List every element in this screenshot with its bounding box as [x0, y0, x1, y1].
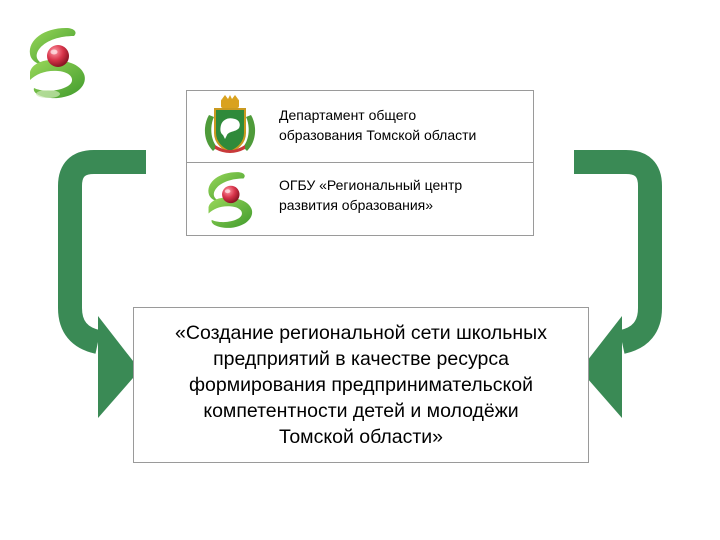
center-name: ОГБУ «Региональный центр развития образо…	[279, 177, 463, 213]
left-flow-arrow	[58, 150, 146, 418]
project-title: «Создание региональной сети школьных пре…	[175, 322, 547, 448]
regional-center-logo-icon	[208, 172, 253, 228]
regional-center-logo-icon	[29, 28, 85, 99]
department-name: Департамент общего образования Томской о…	[279, 107, 477, 143]
organization-row-department: Департамент общего образования Томской о…	[187, 91, 533, 163]
organizations-box: Департамент общего образования Томской о…	[186, 90, 534, 236]
project-box: «Создание региональной сети школьных пре…	[133, 307, 589, 463]
tomsk-region-coat-of-arms-icon	[204, 95, 256, 154]
organization-row-center: ОГБУ «Региональный центр развития образо…	[187, 163, 533, 234]
right-flow-arrow	[574, 150, 662, 418]
